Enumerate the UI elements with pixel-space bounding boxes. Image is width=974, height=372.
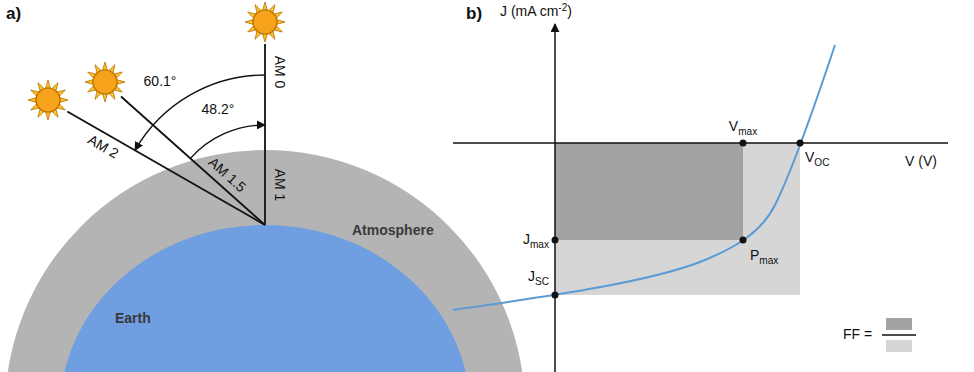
sun-icon: [85, 62, 125, 102]
max-area-rect: [555, 143, 800, 295]
angle-label: 48.2°: [202, 102, 235, 117]
axis-title: V (V): [905, 154, 937, 169]
ff-denominator-swatch: [886, 340, 912, 352]
fraction-bar: [882, 334, 916, 336]
am2-ray: [67, 112, 265, 226]
pmax-rect: [555, 143, 743, 240]
v-axis: [453, 142, 948, 144]
earth-disc-outline: [60, 225, 470, 372]
air-mass-label: AM 2: [84, 132, 120, 162]
sun-icon: [28, 80, 68, 120]
region-label: Earth: [115, 310, 151, 326]
point-label: Vmax: [729, 119, 757, 134]
air-mass-label: AM 0: [271, 56, 286, 89]
point-dot: [740, 140, 747, 147]
j-axis: [554, 24, 556, 372]
point-label: Pmax: [750, 248, 778, 263]
region-label: Atmosphere: [352, 222, 434, 238]
point-dot: [552, 237, 559, 244]
air-mass-label: AM 1: [271, 169, 286, 202]
am0-ray: [264, 44, 266, 225]
point-dot: [552, 292, 559, 299]
ff-numerator-swatch: [886, 318, 912, 330]
axis-title: J (mA cm-2): [500, 4, 572, 19]
earth-disc-shape: [60, 225, 470, 372]
jv-curve: [453, 45, 835, 310]
angle-arc: [190, 125, 265, 158]
sun-icon: [245, 2, 285, 42]
angle-label: 60.1°: [144, 74, 177, 89]
am15-ray: [121, 97, 265, 226]
earth-disc: Earth: [60, 225, 470, 372]
point-dot: [797, 140, 804, 147]
point-label: JSC: [528, 269, 549, 284]
formula-label: FF =: [843, 327, 872, 342]
point-dot: [740, 237, 747, 244]
panel-letter: a): [6, 5, 21, 24]
point-label: VOC: [805, 150, 829, 165]
point-label: Jmax: [523, 232, 549, 247]
panel-letter: b): [466, 5, 482, 24]
